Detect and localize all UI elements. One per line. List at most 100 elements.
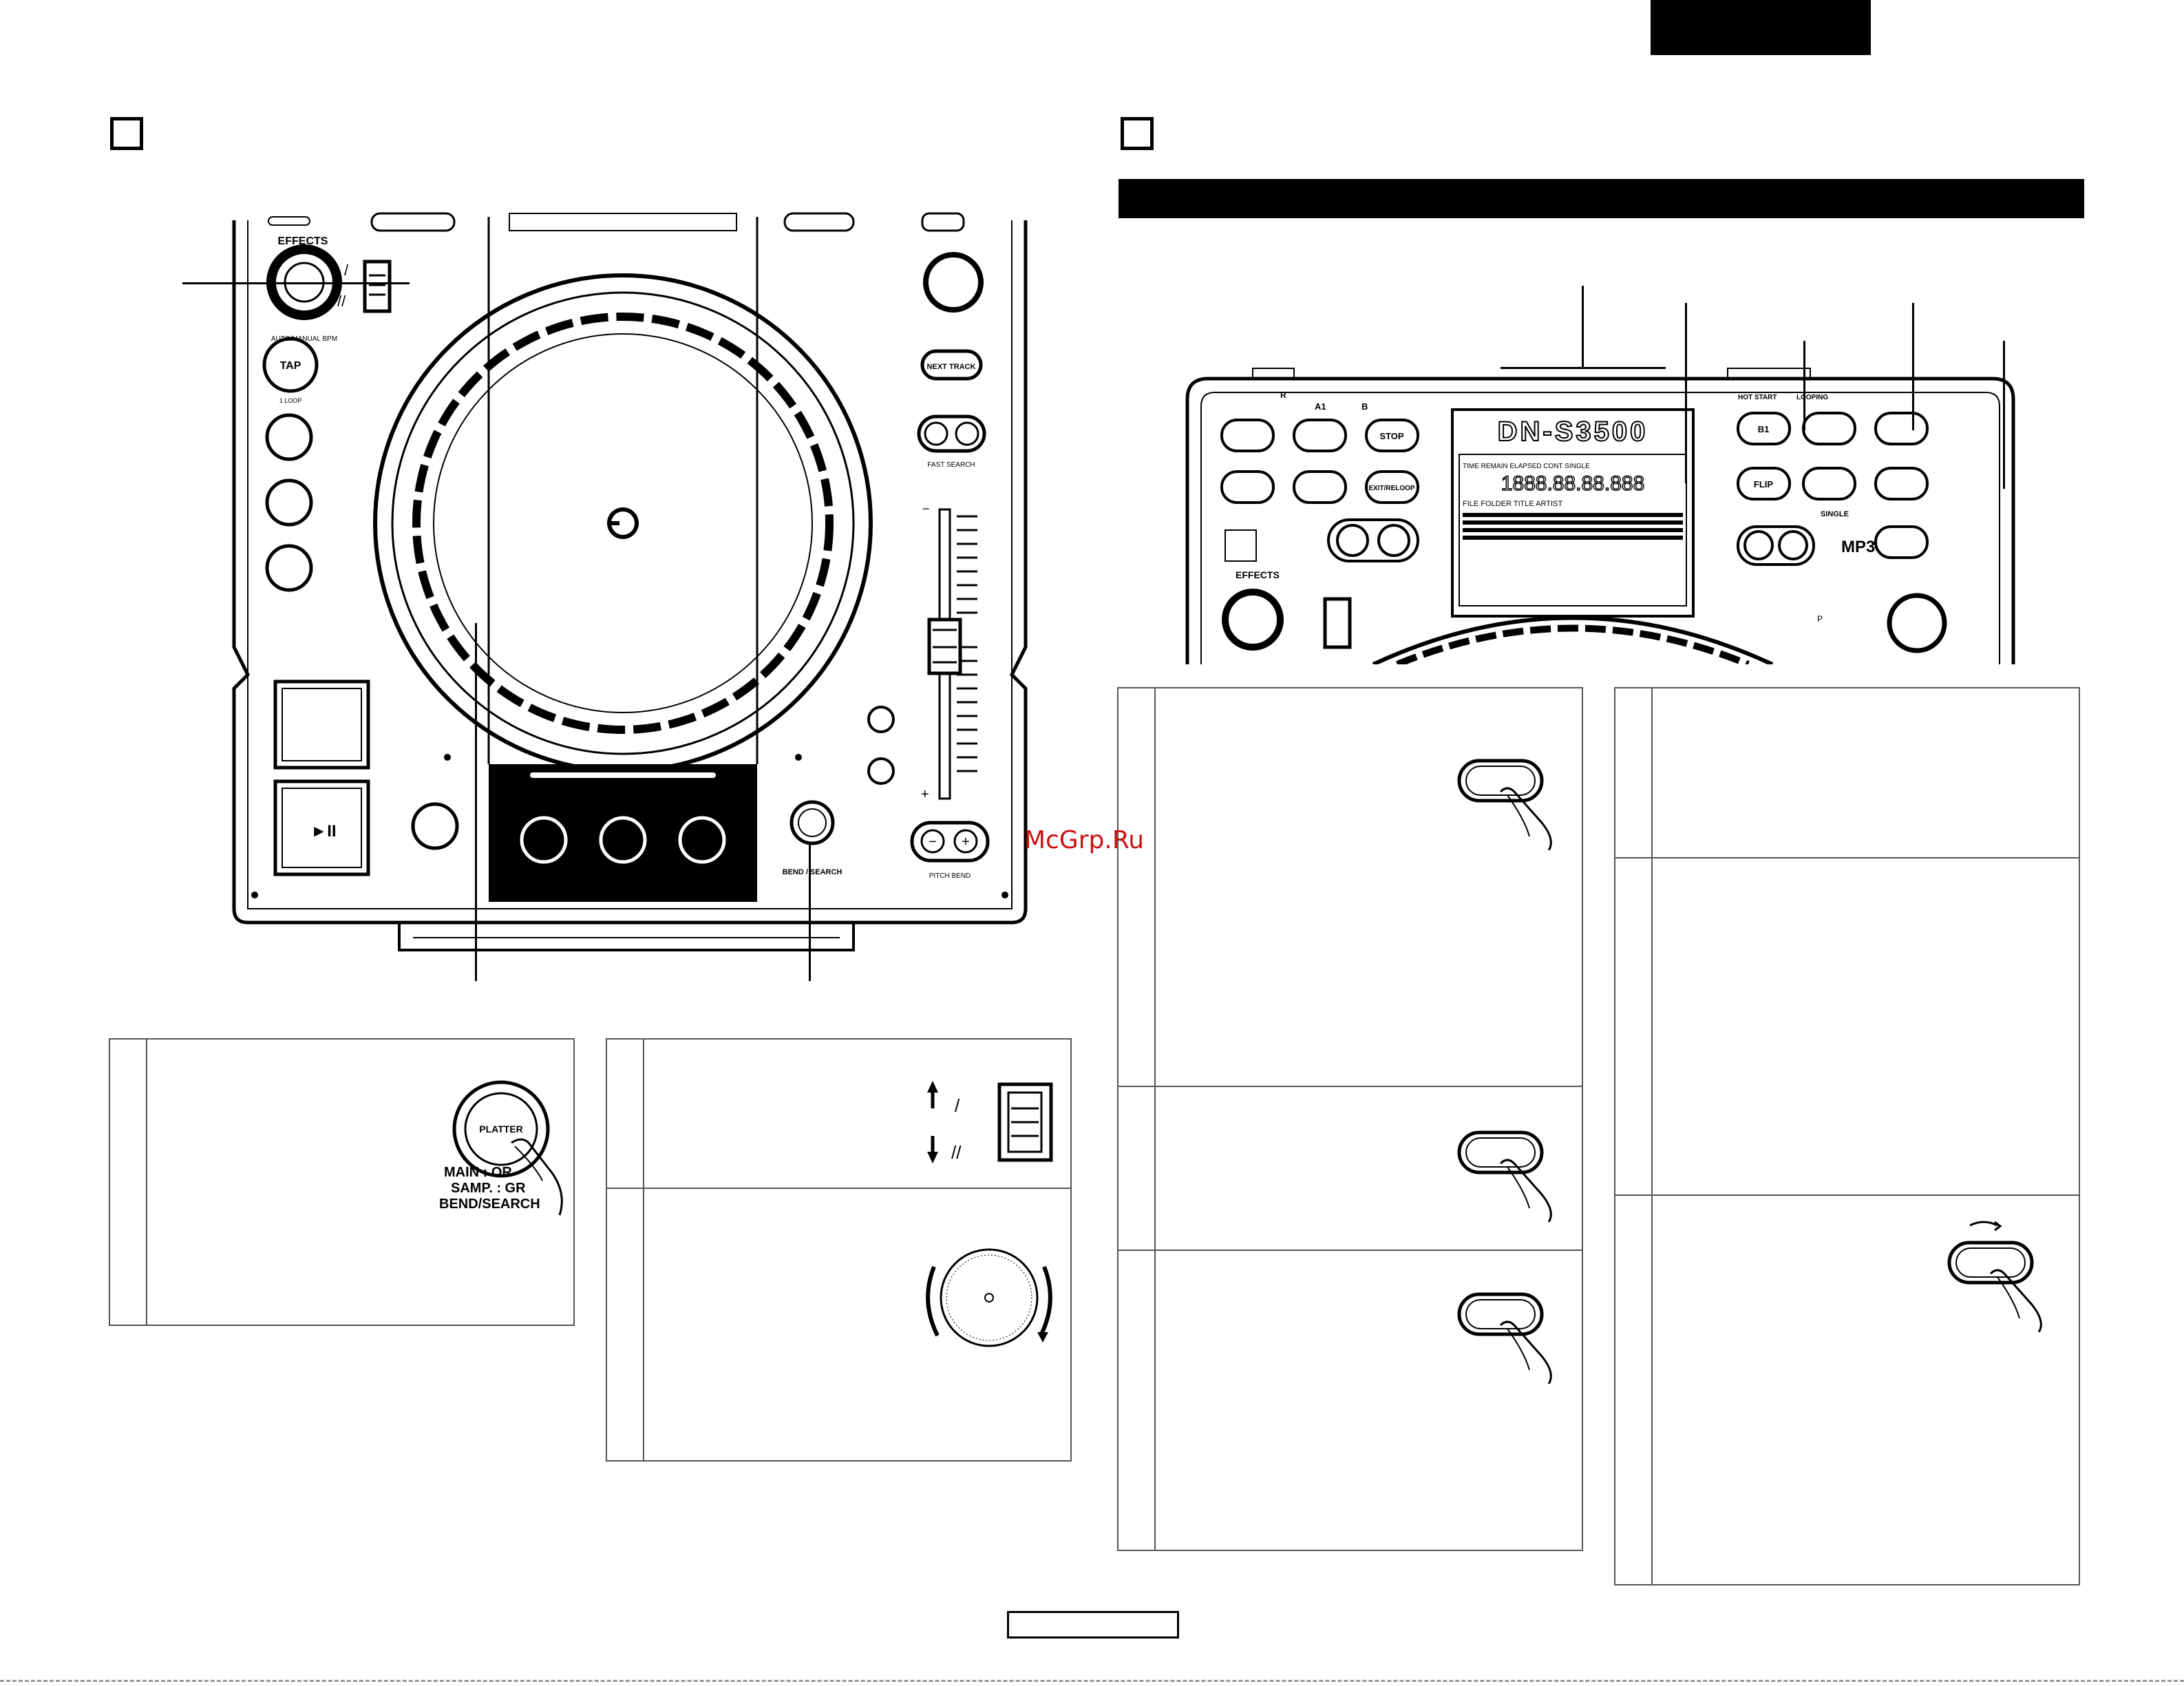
svg-text:DN-S3500: DN-S3500 — [1498, 417, 1648, 447]
exit-reloop-button — [1365, 470, 1419, 504]
hot-start-button-c — [265, 544, 313, 592]
eject-knob-right — [1887, 593, 1947, 653]
callout-line-reloop — [1912, 303, 1914, 430]
section-marker-left — [110, 117, 143, 150]
sampler-mode-label: SAMP. : GR — [451, 1181, 526, 1196]
fast-search-buttons — [917, 414, 986, 453]
reloop-button — [1874, 412, 1929, 445]
loop-button — [1802, 412, 1856, 445]
section-header-bar — [1118, 179, 2084, 218]
svg-text:P: P — [1817, 614, 1823, 624]
svg-text:NEXT TRACK: NEXT TRACK — [927, 363, 976, 371]
main-mode-label: MAIN : OR — [444, 1165, 512, 1180]
section-marker-right — [1121, 117, 1154, 150]
svg-text:TIME REMAIN ELAPSED CONT SI: TIME REMAIN ELAPSED CONT SINGLE — [1463, 463, 1590, 470]
platter-mode-button — [789, 800, 835, 845]
info-box-looping-left — [1117, 687, 1583, 1551]
callout-line-platter — [475, 623, 477, 981]
loop-mode-button — [1874, 467, 1929, 500]
svg-text:−: − — [922, 502, 930, 516]
svg-text://: // — [337, 293, 346, 310]
svg-text:FLIP: FLIP — [1754, 479, 1773, 489]
box-number-column — [110, 1040, 147, 1325]
box-number-column — [1615, 688, 1653, 1584]
bottom-rule — [0, 1680, 2184, 1682]
play-pause-button — [273, 779, 370, 876]
svg-text:►II: ►II — [310, 822, 336, 841]
button-top-1 — [1220, 419, 1275, 452]
callout-bracket-display — [1501, 367, 1666, 369]
svg-text:PITCH BEND: PITCH BEND — [929, 872, 971, 880]
svg-text:SINGLE: SINGLE — [1821, 510, 1849, 518]
svg-text:BEND / SEARCH: BEND / SEARCH — [783, 868, 842, 876]
svg-text:B1: B1 — [1758, 424, 1770, 434]
hot-start-button-b — [265, 478, 313, 527]
callout-line-flip — [182, 282, 410, 284]
svg-text:+: + — [962, 834, 970, 850]
a1-button — [1293, 419, 1347, 452]
skip-buttons — [1737, 525, 1815, 566]
callout-line-mode — [809, 843, 811, 981]
b1-button — [1737, 412, 1791, 445]
pitch-button — [867, 757, 895, 785]
svg-text:1888.88.88.888: 1888.88.88.888 — [1501, 472, 1645, 495]
hot-start-button-a — [265, 413, 313, 461]
flip-switch — [363, 260, 392, 313]
info-box-looping-right — [1614, 687, 2080, 1585]
callout-line-display — [1582, 286, 1584, 368]
svg-text:PLATTER: PLATTER — [479, 1124, 523, 1135]
effects-knob-illustration — [920, 1232, 1058, 1370]
callout-line-loop-mode — [2003, 341, 2005, 489]
cue-button — [273, 679, 370, 770]
next-track-button — [920, 349, 983, 381]
svg-text:/: / — [955, 1095, 960, 1116]
callout-line-hot-start — [1803, 341, 1805, 430]
loop-out-press-illustration — [1452, 1126, 1569, 1223]
platter-button-illustration: PLATTER — [432, 1077, 570, 1222]
info-box-platter-mode: PLATTER MAIN : OR SAMP. : GR BEND/SEARCH — [109, 1038, 575, 1326]
bend-search-label: BEND/SEARCH — [439, 1197, 540, 1212]
effects-label: EFFECTS — [278, 235, 328, 247]
sampler-button-1 — [520, 816, 568, 864]
svg-text:A1: A1 — [1315, 401, 1326, 412]
effects-knob-right — [1222, 589, 1284, 651]
button-right-mid — [1802, 467, 1856, 500]
flip-switch-right — [1323, 597, 1352, 649]
pitch-bend-buttons — [910, 821, 990, 863]
svg-text:B: B — [1361, 401, 1368, 412]
flip-button — [1737, 467, 1791, 500]
svg-text:FAST SEARCH: FAST SEARCH — [927, 461, 975, 469]
button-mid-2 — [1293, 470, 1347, 504]
callout-line-flip-right — [1685, 303, 1687, 483]
tap-button — [262, 337, 319, 393]
reloop-press-illustration — [1452, 1287, 1569, 1384]
svg-text:/: / — [344, 262, 349, 279]
loop-in-press-illustration — [1452, 754, 1569, 851]
key-adjust-button — [867, 706, 895, 733]
cd-player-front-panel: R A1 B STOP EXIT/RELOOP EFFECTS DN-S3500… — [1184, 358, 2017, 668]
page-number-box — [1007, 1611, 1179, 1638]
box-number-column — [607, 1040, 644, 1460]
stop-button — [1365, 419, 1419, 452]
svg-text:TAP: TAP — [280, 360, 301, 372]
svg-text:HOT START: HOT START — [1738, 394, 1777, 401]
info-box-flip-effects: / // — [606, 1038, 1072, 1462]
loop-mode-press-illustration — [1942, 1215, 2059, 1333]
box-number-column — [1118, 688, 1156, 1550]
svg-text:EFFECTS: EFFECTS — [1236, 569, 1280, 580]
svg-text:STOP: STOP — [1379, 431, 1403, 441]
svg-text:MP3: MP3 — [1841, 538, 1875, 556]
svg-text:−: − — [929, 834, 937, 850]
svg-text:AUTO/MANUAL BPM: AUTO/MANUAL BPM — [271, 335, 337, 343]
eject-knob — [923, 252, 984, 313]
reverse-button — [411, 802, 459, 850]
cd-player-top-panel: EFFECTS AUTO/MANUAL BPM TAP 1 LOOP / // … — [220, 207, 1046, 957]
sampler-button-3 — [678, 816, 726, 864]
flip-switch-illustration: / // — [920, 1077, 1058, 1174]
button-mid-1 — [1220, 470, 1275, 504]
svg-text:+: + — [921, 787, 929, 802]
svg-text:R: R — [1280, 390, 1286, 400]
sampler-button-2 — [599, 816, 647, 864]
watermark: McGrp.Ru — [1024, 826, 1145, 854]
svg-text://: // — [951, 1142, 962, 1163]
